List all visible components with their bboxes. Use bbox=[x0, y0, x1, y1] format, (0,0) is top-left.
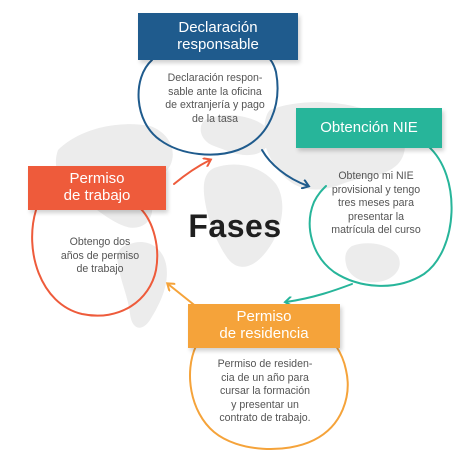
desc-line: Permiso de residen- bbox=[217, 358, 313, 370]
desc-line: de trabajo bbox=[76, 263, 124, 276]
obtencion-cycle bbox=[286, 145, 453, 302]
desc-line: y presentar un bbox=[231, 398, 299, 411]
desc-line: Obtengo dos bbox=[69, 236, 131, 248]
trabajo-title-line2: de trabajo bbox=[63, 187, 131, 204]
residencia-title-box: Permiso de residencia bbox=[188, 304, 340, 348]
obtencion-title-box: Obtención NIE bbox=[296, 108, 442, 148]
residencia-description: Permiso de residen- cia de un año para c… bbox=[205, 358, 325, 426]
center-title: Fases bbox=[188, 208, 282, 244]
desc-line: cursar la formación bbox=[219, 385, 311, 398]
arrow-to-declaracion bbox=[173, 160, 210, 185]
declaracion-title-line2: responsable bbox=[177, 35, 259, 53]
arrow-to-obtencion bbox=[261, 149, 308, 186]
trabajo-description: Obtengo dos años de permiso de trabajo bbox=[50, 236, 150, 277]
arrow-to-residencia bbox=[286, 283, 353, 302]
declaracion-title-line1: Declaración bbox=[178, 18, 258, 36]
desc-line: de la tasa bbox=[192, 112, 238, 125]
residencia-title-line1: Permiso bbox=[236, 308, 292, 326]
desc-line: sable ante la oficina bbox=[168, 85, 262, 98]
residencia-title-line2: de residencia bbox=[219, 325, 309, 342]
desc-line: matrícula del curso bbox=[331, 224, 421, 237]
trabajo-title-line1: Permiso bbox=[69, 170, 125, 188]
desc-line: provisional y tengo bbox=[331, 183, 421, 196]
desc-line: presentar la bbox=[348, 210, 404, 223]
declaracion-description: Declaración respon- sable ante la oficin… bbox=[150, 72, 280, 126]
desc-line: de extranjería y pago bbox=[165, 99, 265, 112]
desc-line: Obtengo mi NIE bbox=[338, 170, 414, 182]
desc-line: Declaración respon- bbox=[167, 72, 263, 84]
declaracion-cycle bbox=[137, 53, 308, 186]
obtencion-description: Obtengo mi NIE provisional y tengo tres … bbox=[318, 170, 434, 238]
desc-line: tres meses para bbox=[338, 197, 414, 210]
desc-line: cia de un año para bbox=[221, 371, 309, 384]
trabajo-title-box: Permiso de trabajo bbox=[28, 166, 166, 210]
desc-line: años de permiso bbox=[60, 249, 140, 262]
declaracion-title-box: Declaración responsable bbox=[138, 13, 298, 60]
desc-line: contrato de trabajo. bbox=[219, 412, 311, 425]
obtencion-title-line1: Obtención NIE bbox=[320, 118, 418, 136]
trabajo-cycle bbox=[31, 160, 210, 317]
